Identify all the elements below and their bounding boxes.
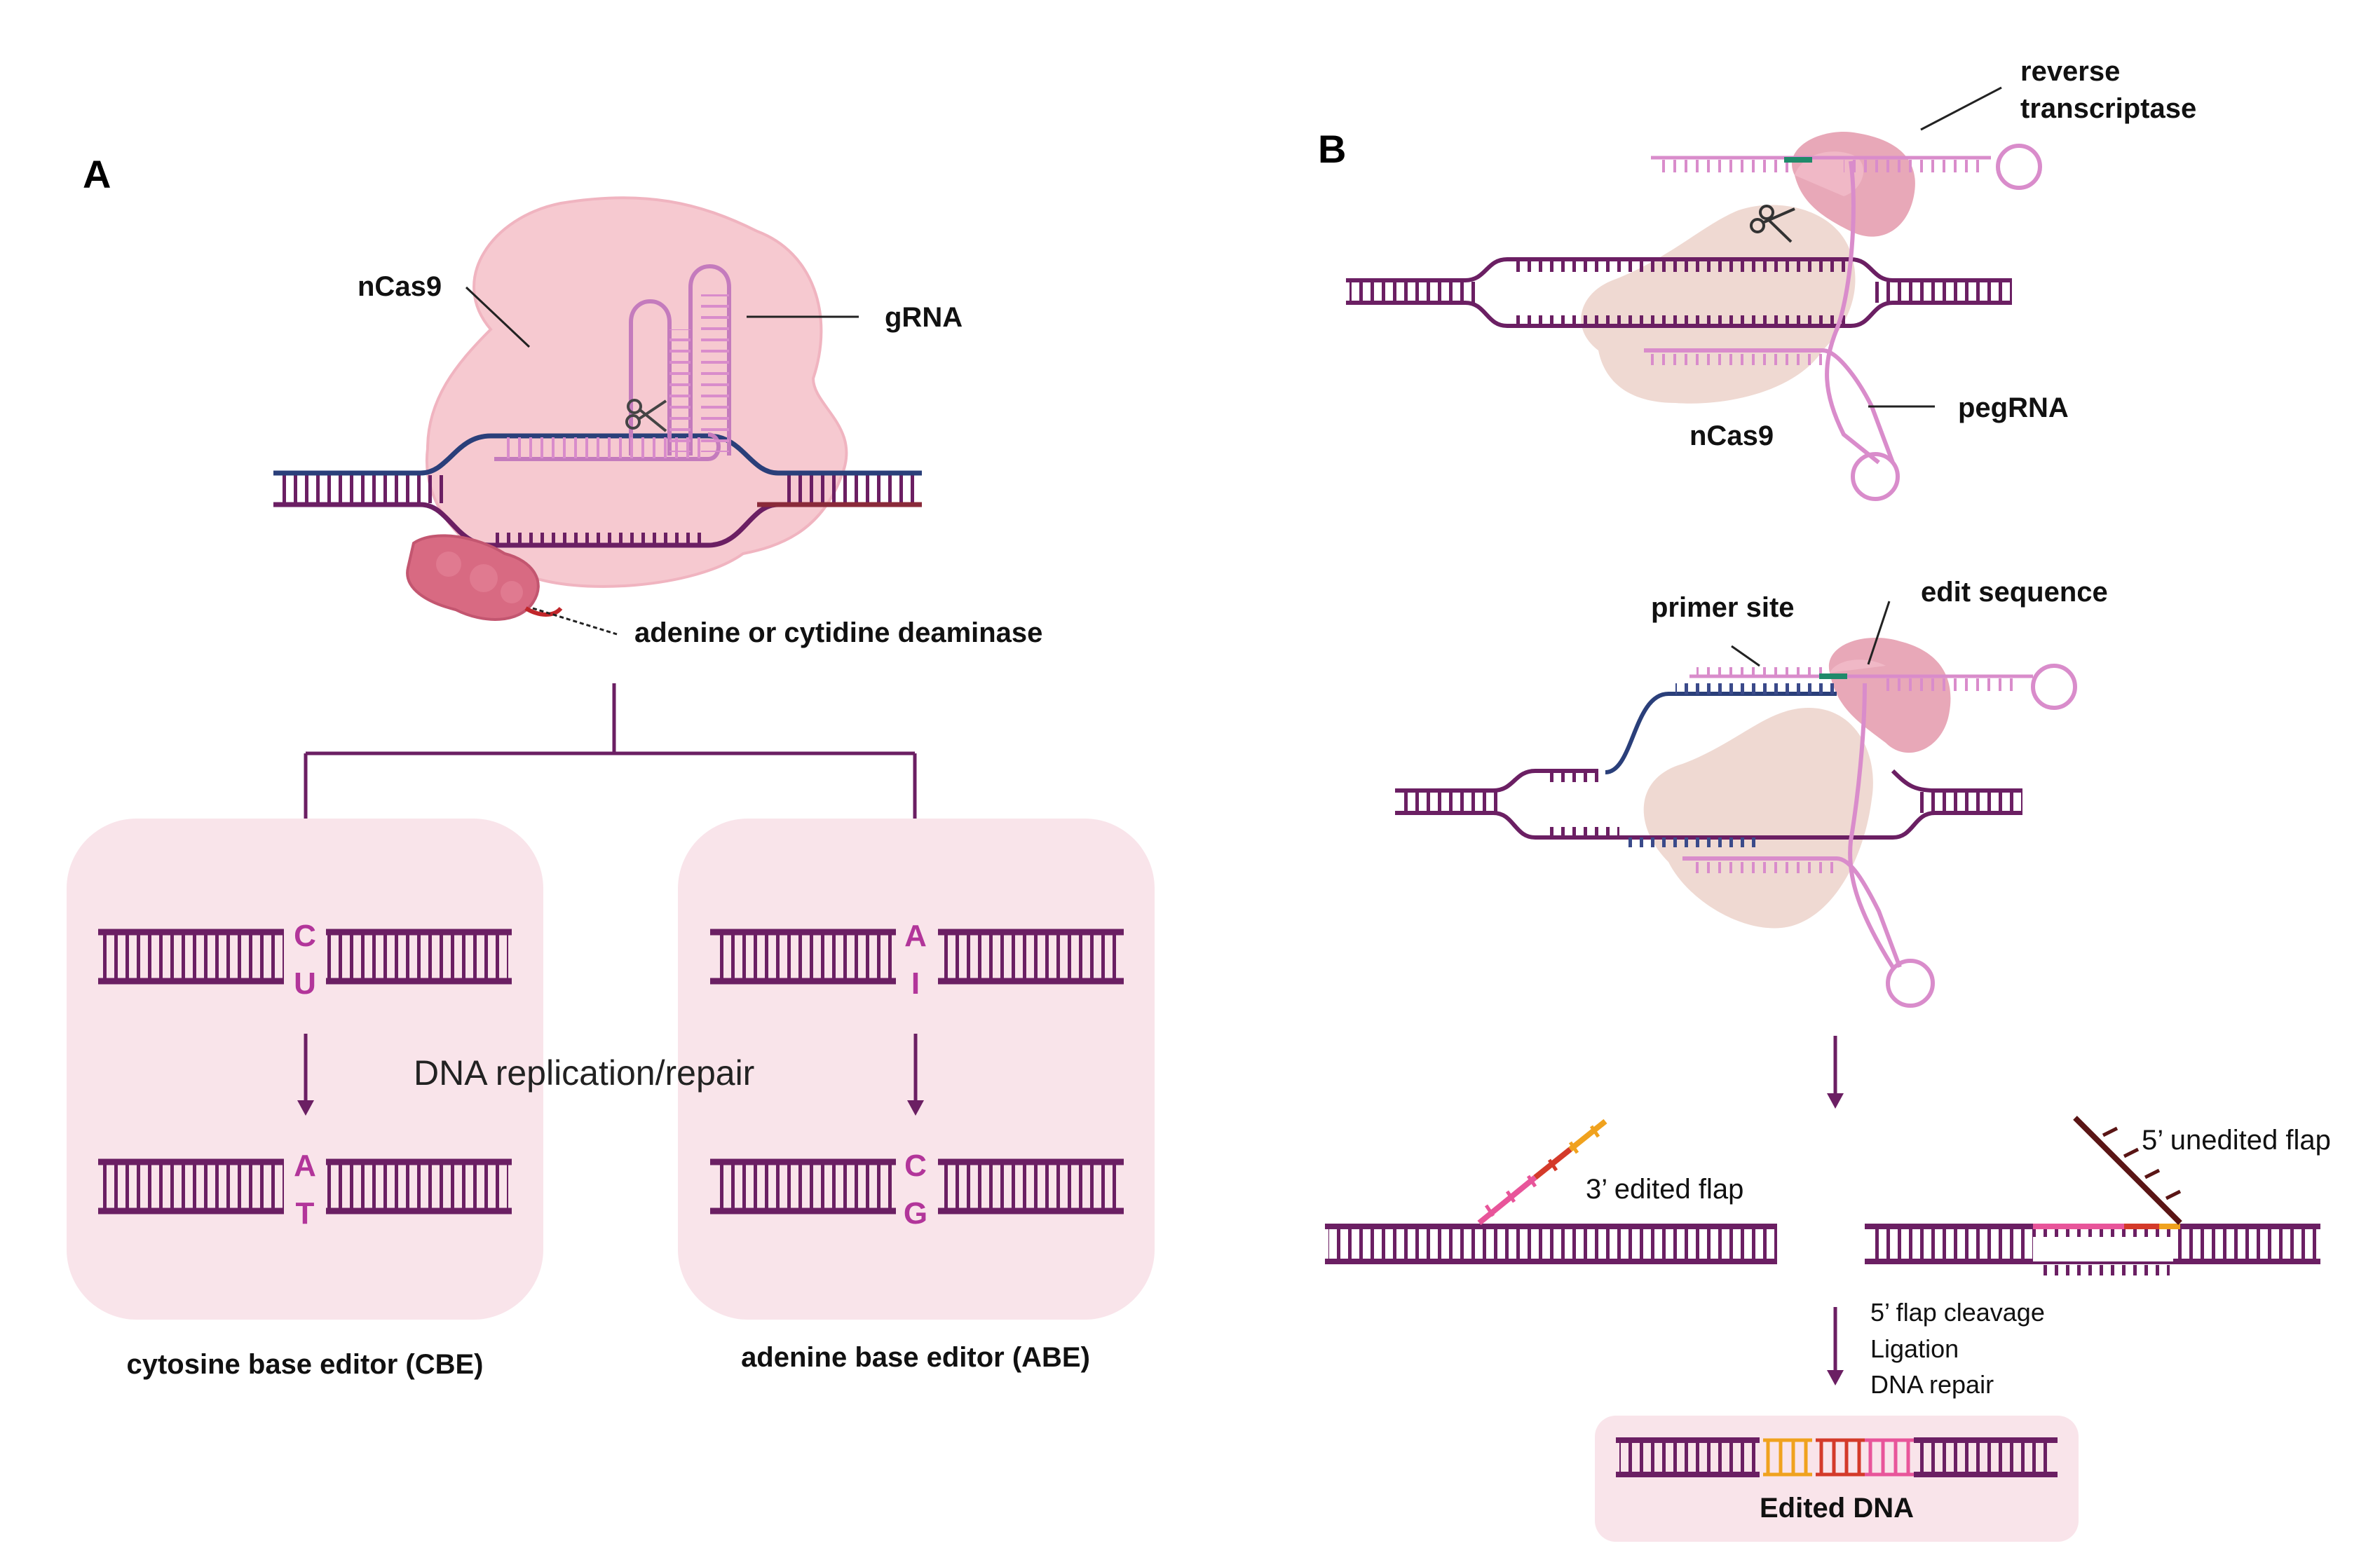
cbe-base-after-top: A xyxy=(294,1149,316,1183)
abe-caption: adenine base editor (ABE) xyxy=(741,1342,1090,1373)
cbe-base-top: C xyxy=(294,919,316,953)
replication-label: DNA replication/repair xyxy=(414,1053,754,1093)
prime-editor-complex-2 xyxy=(1395,638,2077,1008)
leader-lines-b2 xyxy=(1731,601,1891,667)
panel-b-letter: B xyxy=(1318,127,1346,171)
cbe-arrowhead xyxy=(297,1100,314,1116)
ncas9-protein-b1 xyxy=(1581,205,1856,404)
deaminase-enzyme xyxy=(406,534,563,621)
panel-a-letter: A xyxy=(83,152,111,196)
abe-base-bottom: I xyxy=(911,966,920,1001)
step-arrow-2-head xyxy=(1827,1370,1844,1385)
step-ligation: Ligation xyxy=(1870,1334,1959,1363)
cbe-dna-after xyxy=(98,1158,512,1215)
cbe-base-after-bottom: T xyxy=(296,1196,315,1231)
rt-label-2: transcriptase xyxy=(2020,93,2196,124)
cbe-dna-before xyxy=(98,929,512,985)
grna-label: gRNA xyxy=(885,302,963,333)
edited-flap-label: 3’ edited flap xyxy=(1586,1174,1743,1205)
edited-dna-box xyxy=(1595,1416,2079,1542)
rt-label-1: reverse xyxy=(2020,56,2120,87)
ncas9-label-a: nCas9 xyxy=(358,271,442,302)
edited-dna-label: Edited DNA xyxy=(1760,1493,1914,1524)
ncas9-protein-a xyxy=(425,196,848,588)
pegrna-label: pegRNA xyxy=(1958,392,2069,423)
dna-duplex-a xyxy=(273,433,922,548)
cbe-box: C U A T xyxy=(67,819,543,1320)
ncas9-protein-b2 xyxy=(1643,708,1873,929)
edit-sequence-label: edit sequence xyxy=(1921,577,2108,608)
step-dna-repair: DNA repair xyxy=(1870,1370,1994,1399)
leader-lines-b1 xyxy=(1868,86,2002,408)
abe-base-after-bottom: G xyxy=(904,1196,927,1231)
abe-base-after-top: C xyxy=(904,1149,927,1183)
abe-dna-after xyxy=(710,1158,1124,1215)
scissors-icon-b xyxy=(1750,205,1795,243)
cbe-base-bottom: U xyxy=(294,966,316,1001)
prime-editor-complex-1 xyxy=(1346,132,2042,501)
step-flap-cleavage: 5’ flap cleavage xyxy=(1870,1298,2045,1327)
primer-site-label: primer site xyxy=(1651,592,1795,623)
edited-flap-dna xyxy=(1325,1118,1777,1264)
branch-connector xyxy=(304,683,917,820)
abe-box: A I C G xyxy=(678,819,1155,1320)
abe-dna-before xyxy=(710,929,1124,985)
grna-a xyxy=(494,264,731,461)
unedited-flap-label: 5’ unedited flap xyxy=(2142,1125,2331,1156)
unedited-flap-dna xyxy=(1865,1116,2320,1275)
scissors-icon-a xyxy=(625,399,667,432)
abe-base-top: A xyxy=(904,919,927,953)
step-arrow-1-head xyxy=(1827,1093,1844,1109)
cbe-caption: cytosine base editor (CBE) xyxy=(126,1349,483,1380)
abe-arrowhead xyxy=(907,1100,924,1116)
ncas9-label-b: nCas9 xyxy=(1689,420,1774,451)
deaminase-label: adenine or cytidine deaminase xyxy=(634,617,1042,648)
leader-lines-a xyxy=(465,286,859,636)
